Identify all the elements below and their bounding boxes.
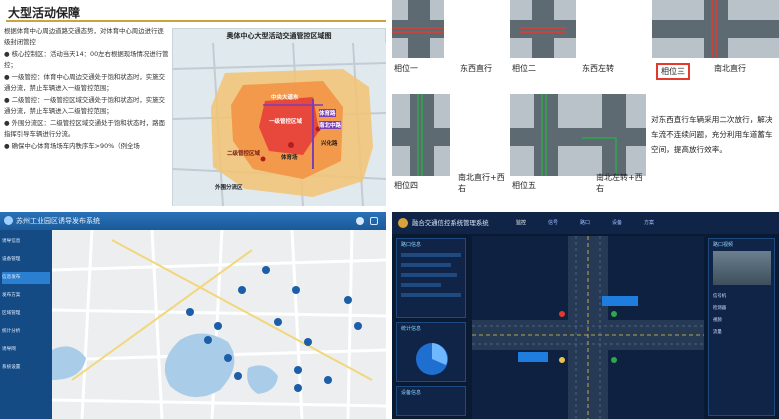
- phase-label-selected[interactable]: 相位三: [656, 63, 690, 80]
- sidebar-item[interactable]: 发布方案: [2, 293, 21, 298]
- phase-diagram: [392, 94, 450, 176]
- paragraph: ● 核心控制区：活动当天14：00左右根据现场情况进行管控；: [4, 50, 169, 69]
- phase-note: 对东西直行车辆采用二次放行，解决车流不连续问题，充分利用车道蓄车空间，提高放行效…: [651, 115, 773, 154]
- app-title: 苏州工业园区诱导发布系统: [16, 217, 100, 225]
- app-logo-icon: [398, 218, 408, 228]
- info-row: 视频: [713, 318, 722, 323]
- phase-label: 东西左转: [582, 64, 614, 73]
- phase-label: 南北直行: [714, 64, 746, 73]
- settings-icon[interactable]: [370, 217, 378, 225]
- zone-label: 二级管控区域: [227, 151, 261, 157]
- app-header: 苏州工业园区诱导发布系统: [0, 212, 386, 230]
- phase-label: 相位四: [394, 181, 418, 190]
- phase-diagram-selected: [652, 0, 779, 58]
- app-header: 融合交通信控系统管理系统 监控 信号 路口 设备 方案: [392, 212, 779, 234]
- zone-map-graphic: [173, 42, 386, 206]
- intersection-graphic: [472, 236, 704, 419]
- app-title: 融合交通信控系统管理系统: [412, 219, 489, 227]
- info-row: 检测器: [713, 306, 727, 311]
- paragraph: ● 外围分流区：二级管控区域交通处于饱和状态时，路面指挥引导车辆进行分流。: [4, 119, 165, 138]
- sidebar-item[interactable]: 系统设置: [2, 365, 21, 370]
- sidebar: 诱导信息 设备管理 信息发布 发布方案 区域管理 统计分析 诱导网 系统设置: [0, 230, 52, 419]
- app-logo-icon: [4, 216, 13, 225]
- video-feed[interactable]: [713, 251, 771, 285]
- tab-monitor[interactable]: 监控: [516, 220, 527, 226]
- sidebar-item[interactable]: 设备管理: [2, 257, 21, 262]
- tab-signal[interactable]: 信号: [548, 220, 559, 226]
- road-label: 中央大道东: [271, 95, 299, 101]
- left-info-panel: 路口信息: [396, 238, 466, 318]
- slide-title: 大型活动保障: [8, 6, 81, 20]
- info-row: 信号机: [713, 294, 727, 299]
- map-title: 奥体中心大型活动交通管控区域图: [226, 32, 332, 40]
- phase-label: 相位二: [512, 64, 536, 73]
- phase-diagram: [510, 0, 576, 58]
- tab-plan[interactable]: 方案: [644, 220, 655, 226]
- signal-control-system-screen: 融合交通信控系统管理系统 监控 信号 路口 设备 方案 路口信息 统计信息 设备…: [392, 212, 779, 419]
- user-icon[interactable]: [356, 217, 364, 225]
- city-map[interactable]: [52, 230, 386, 419]
- paragraph: ● 二级管控：一级管控区域交通处于饱和状态时，实施交通分流，禁止车辆进入二级管控…: [4, 96, 165, 115]
- device-panel: 设备信息: [396, 386, 466, 416]
- sidebar-item[interactable]: 诱导信息: [2, 239, 21, 244]
- stats-panel: 统计信息: [396, 322, 466, 382]
- pie-chart: [416, 343, 448, 375]
- panel-title: 统计信息: [401, 326, 422, 332]
- sidebar-item[interactable]: 诱导网: [2, 347, 16, 352]
- road-label: 兴化路: [321, 141, 338, 147]
- phase-label: 南北直行+西右: [458, 173, 505, 193]
- tab-device[interactable]: 设备: [612, 220, 623, 226]
- road-label: 南北中路: [319, 121, 342, 129]
- phase-label: 相位五: [512, 181, 536, 190]
- intersection-map[interactable]: [472, 236, 704, 419]
- phase-label: 南北左转+西右: [596, 173, 643, 193]
- sidebar-item-active[interactable]: 信息发布: [2, 272, 50, 284]
- road-label: 体育场: [281, 155, 298, 161]
- first-zone: [259, 97, 319, 155]
- tab-intersection[interactable]: 路口: [580, 220, 591, 226]
- slide-event-control: 大型活动保障 根据体育中心周边道路交通态势，对体育中心周边进行逐级封闭管控 ● …: [0, 0, 386, 206]
- slide-text: 根据体育中心周边道路交通态势，对体育中心周边进行逐级封闭管控 ● 核心控制区：活…: [4, 26, 170, 154]
- control-zone-map: 奥体中心大型活动交通管控区域图 一级管控区域 二级管控区域 外围分流区 中央大道…: [172, 28, 386, 206]
- paragraph: 根据体育中心周边道路交通态势，对体育中心周边进行逐级封闭管控: [4, 27, 164, 46]
- phase-diagram: [392, 0, 444, 58]
- phase-label: 东西直行: [460, 64, 492, 73]
- phase-label: 相位一: [394, 64, 418, 73]
- panel-title: 设备信息: [401, 390, 422, 396]
- sidebar-item[interactable]: 区域管理: [2, 311, 21, 316]
- phase-diagram: [582, 94, 646, 176]
- panel-title: 路口视频: [713, 242, 734, 248]
- zone-label: 一级管控区域: [269, 119, 303, 125]
- sidebar-item[interactable]: 统计分析: [2, 329, 21, 334]
- guidance-system-screen: 苏州工业园区诱导发布系统 诱导信息 设备管理 信息发布 发布方案 区域管理 统计…: [0, 212, 386, 419]
- paragraph: ● 一级管控：体育中心周边交通处于饱和状态时，实施交通分流，禁止车辆进入一级管控…: [4, 73, 165, 92]
- info-row: 流量: [713, 330, 722, 335]
- title-divider: [6, 20, 386, 22]
- zone-label: 外围分流区: [215, 185, 243, 191]
- panel-title: 路口信息: [401, 242, 422, 248]
- right-panel: 路口视频 信号机 检测器 视频 流量: [708, 238, 775, 416]
- phase-diagram: [510, 94, 582, 176]
- paragraph: ● 确保中心体育场场车内秩序车>90%（例全场: [4, 142, 140, 150]
- road-label: 体育路: [319, 109, 336, 117]
- signal-phase-diagrams: 相位一 东西直行 相位二 东西左转 相位三 南北直行 相位四 南北直行+西右 相…: [392, 0, 779, 206]
- map-graphic: [52, 230, 386, 419]
